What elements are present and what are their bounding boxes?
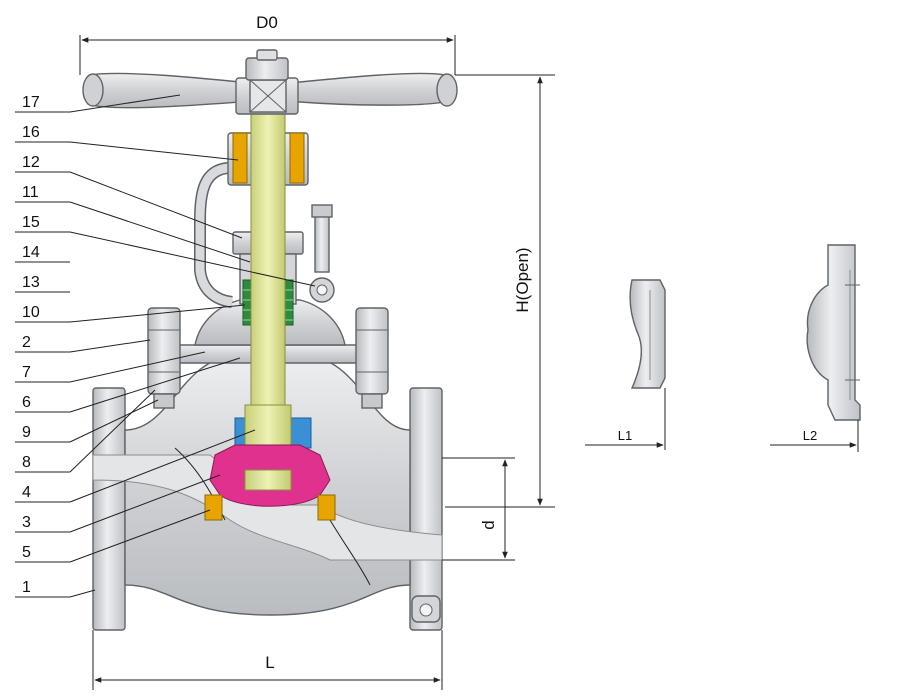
dim-l1-label: L1 — [618, 428, 632, 443]
dim-l2-label: L2 — [803, 428, 817, 443]
bolt-right — [355, 307, 389, 395]
part-label: 3 — [22, 514, 31, 531]
part-label: 7 — [22, 364, 31, 381]
dimensions: D0 H(Open) d L — [79, 13, 555, 690]
stem-nut-left — [232, 132, 248, 184]
part-label: 12 — [22, 154, 40, 171]
dim-d-label: d — [479, 520, 498, 529]
part-label: 8 — [22, 454, 31, 471]
part-label: 11 — [22, 184, 39, 201]
part-label: 16 — [22, 124, 40, 141]
handwheel-nut — [245, 57, 289, 81]
end-detail-l2: L2 — [770, 244, 861, 452]
bolt-left — [147, 307, 181, 395]
part-label: 5 — [22, 544, 31, 561]
part-label: 1 — [22, 579, 31, 596]
part-label: 10 — [22, 304, 40, 321]
dim-l-label: L — [265, 653, 274, 672]
seat-ring-left — [204, 494, 223, 521]
seat-ring-right — [317, 494, 336, 521]
part-label: 4 — [22, 484, 31, 501]
part-label: 13 — [22, 274, 40, 291]
part-label: 2 — [22, 334, 31, 351]
handwheel — [82, 49, 458, 115]
dim-d0-label: D0 — [256, 13, 278, 32]
dim-h-open-label: H(Open) — [513, 247, 532, 312]
part-label: 15 — [22, 214, 40, 231]
bolts — [147, 307, 389, 409]
part-label: 14 — [22, 244, 40, 261]
part-label: 17 — [22, 94, 40, 111]
part-labels: 17 16 12 11 15 14 13 10 2 7 6 9 8 4 3 5 … — [15, 94, 316, 598]
stem-nut-right — [289, 132, 305, 184]
end-detail-l1: L1 — [585, 279, 666, 450]
part-label: 6 — [22, 394, 31, 411]
right-flange — [409, 387, 443, 631]
disc-nut-right — [288, 417, 312, 449]
left-flange — [92, 387, 126, 631]
eye-bolt — [314, 211, 330, 273]
stem — [250, 104, 286, 436]
part-label: 9 — [22, 424, 31, 441]
